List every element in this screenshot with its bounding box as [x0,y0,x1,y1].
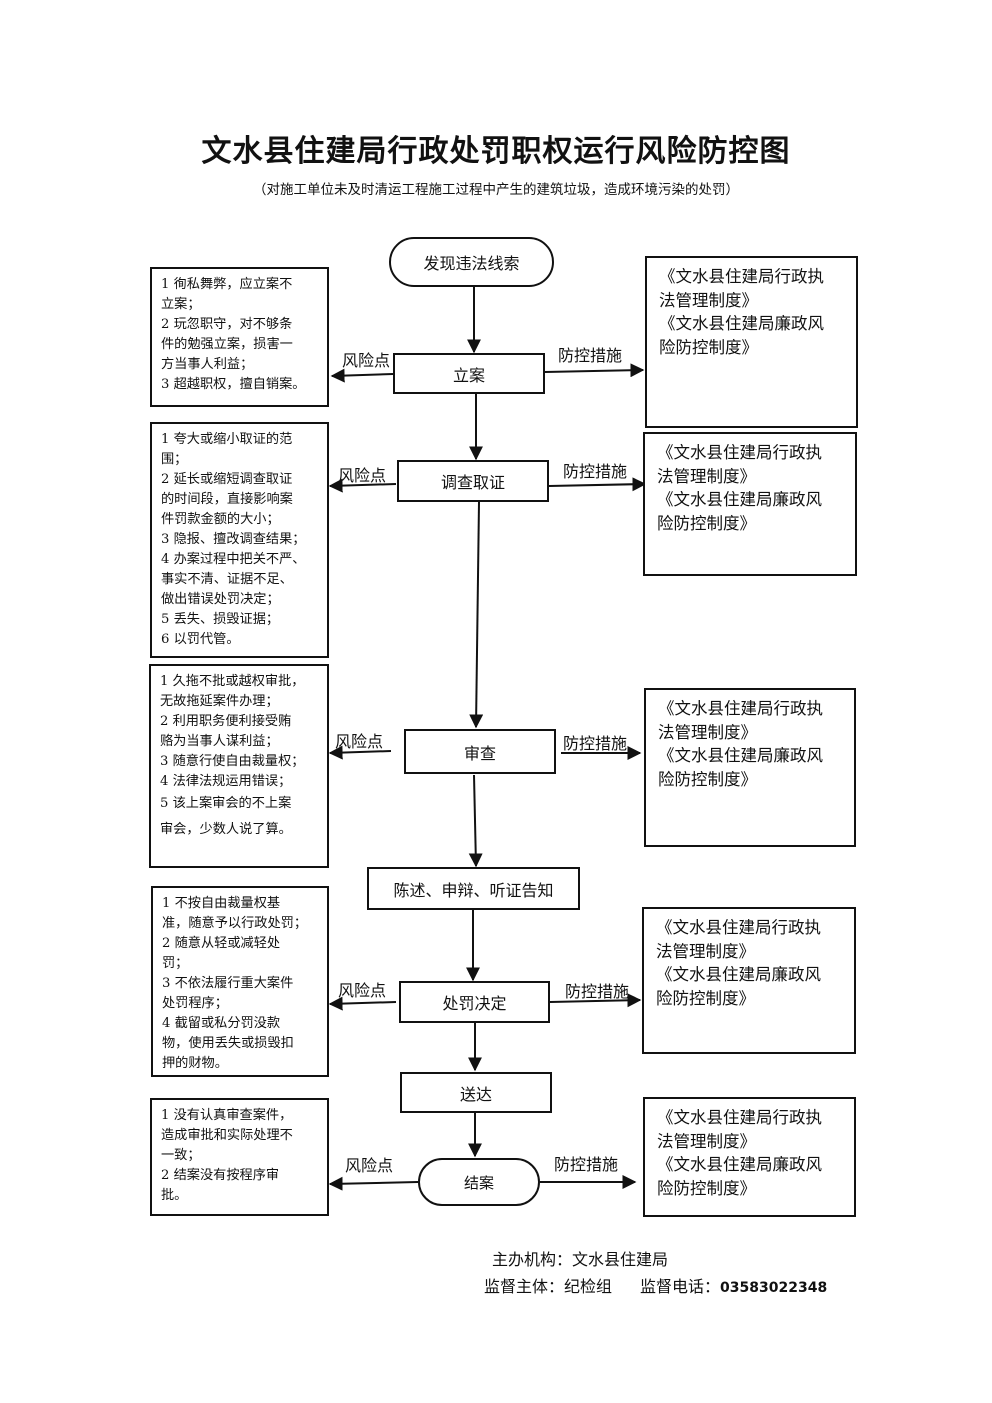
risk-line: 押的财物。 [162,1056,228,1071]
phone-label: 监督电话： [640,1277,721,1296]
control-box-filing: 《文水县住建局行政执 法管理制度》 《文水县住建局廉政风 险防控制度》 [645,256,858,428]
risk-line: 围； [161,452,188,467]
risk-line: 1 徇私舞弊，应立案不 [161,277,293,292]
risk-line: 1 不按自由裁量权基 [162,896,281,911]
control-line: 《文水县住建局行政执 [657,443,822,462]
phone-value: 03583022348 [720,1280,828,1296]
page-title: 文水县住建局行政处罚职权运行风险防控图 [201,134,791,169]
step-review: 审查 [404,729,556,774]
risk-line: 1 久拖不批或越权审批， [160,674,305,689]
control-label: 防控措施 [558,346,623,365]
risk-box-review: 1 久拖不批或越权审批， 无故拖延案件办理； 2 利用职务便利接受贿 赂为当事人… [149,664,329,868]
control-line: 法管理制度》 [656,941,755,961]
footer-supervision: 监督主体：纪检组 监督电话：03583022348 [484,1273,827,1297]
risk-box-closing: 1 没有认真审查案件， 造成审批和实际处理不 一致； 2 结案没有按程序审 批。 [150,1098,329,1216]
risk-label: 风险点 [345,1156,394,1175]
step-closing: 结案 [418,1158,540,1206]
risk-label: 风险点 [338,981,387,1000]
risk-line: 2 随意从轻或减轻处 [162,936,281,951]
control-line: 《文水县住建局行政执 [658,699,823,718]
control-line: 《文水县住建局廉政风 [656,965,821,984]
control-line: 法管理制度》 [657,1131,756,1151]
control-line: 《文水县住建局行政执 [659,267,824,286]
risk-line: 做出错误处罚决定； [161,592,280,607]
risk-line: 审会，少数人说了算。 [160,822,292,837]
step-delivery: 送达 [400,1072,552,1113]
risk-line: 罚； [162,956,189,971]
control-line: 《文水县住建局廉政风 [658,746,823,765]
risk-line: 立案； [161,297,201,312]
risk-line: 准，随意予以行政处罚； [162,916,308,931]
control-line: 法管理制度》 [659,290,758,310]
risk-line: 处罚程序； [162,996,228,1011]
control-box-decision: 《文水县住建局行政执 法管理制度》 《文水县住建局廉政风 险防控制度》 [642,907,856,1054]
risk-box-decision: 1 不按自由裁量权基 准，随意予以行政处罚； 2 随意从轻或减轻处 罚； 3 不… [151,886,329,1077]
risk-label: 风险点 [338,466,387,485]
risk-line: 件罚款金额的大小； [161,512,280,527]
step-investigation: 调查取证 [397,460,549,502]
control-box-investigation: 《文水县住建局行政执 法管理制度》 《文水县住建局廉政风 险防控制度》 [643,432,857,576]
risk-line: 一致； [161,1148,201,1163]
control-line: 险防控制度》 [656,988,755,1008]
step-decision: 处罚决定 [399,981,550,1023]
risk-line: 3 不依法履行重大案件 [162,976,294,991]
control-label: 防控措施 [563,462,628,481]
risk-line: 4 法律法规运用错误； [160,774,292,789]
start-node: 发现违法线索 [389,237,554,287]
risk-box-investigation: 1 夸大或缩小取证的范 围； 2 延长或缩短调查取证 的时间段，直接影响案 件罚… [150,422,329,658]
control-line: 《文水县住建局廉政风 [657,1155,822,1174]
control-line: 《文水县住建局廉政风 [657,490,822,509]
page-subtitle: （对施工单位未及时清运工程施工过程中产生的建筑垃圾，造成环境污染的处罚） [253,182,739,198]
risk-line: 的时间段，直接影响案 [161,492,293,507]
control-label: 防控措施 [554,1155,619,1174]
control-line: 《文水县住建局廉政风 [659,314,824,333]
control-line: 《文水县住建局行政执 [657,1108,822,1127]
risk-line: 物，使用丢失或损毁扣 [162,1036,294,1051]
risk-line: 件的勉强立案，损害一 [161,337,293,352]
control-box-review: 《文水县住建局行政执 法管理制度》 《文水县住建局廉政风 险防控制度》 [644,688,856,847]
control-line: 险防控制度》 [659,337,758,357]
risk-line: 批。 [161,1188,188,1203]
risk-line: 6 以罚代管。 [161,632,240,647]
risk-line: 2 利用职务便利接受贿 [160,714,292,729]
risk-label: 风险点 [335,732,384,751]
risk-line: 2 延长或缩短调查取证 [161,472,293,487]
risk-line: 1 没有认真审查案件， [161,1108,293,1123]
risk-line: 2 结案没有按程序审 [161,1168,280,1183]
control-line: 法管理制度》 [657,466,756,486]
supervisor-value: 纪检组 [564,1277,613,1296]
footer-organizer: 主办机构：文水县住建局 [492,1246,668,1270]
risk-line: 3 超越职权，擅自销案。 [161,377,306,392]
risk-line: 1 夸大或缩小取证的范 [161,432,293,447]
org-label: 主办机构： [492,1250,573,1269]
control-line: 险防控制度》 [657,513,756,533]
risk-box-filing: 1 徇私舞弊，应立案不 立案； 2 玩忽职守，对不够条 件的勉强立案，损害一 方… [150,267,329,407]
risk-line: 方当事人利益； [161,357,254,372]
risk-line: 事实不清、证据不足、 [161,572,293,587]
control-line: 《文水县住建局行政执 [656,918,821,937]
control-line: 险防控制度》 [657,1178,756,1198]
risk-line: 造成审批和实际处理不 [161,1128,293,1143]
step-filing: 立案 [393,353,545,394]
risk-line: 赂为当事人谋利益； [160,734,279,749]
risk-line: 2 玩忽职守，对不够条 [161,317,293,332]
risk-line: 3 隐报、擅改调查结果； [161,532,306,547]
org-value: 文水县住建局 [572,1250,669,1269]
control-line: 法管理制度》 [658,722,757,742]
supervisor-label: 监督主体： [484,1277,565,1296]
risk-line: 无故拖延案件办理； [160,694,279,709]
control-box-closing: 《文水县住建局行政执 法管理制度》 《文水县住建局廉政风 险防控制度》 [643,1097,856,1217]
step-notification: 陈述、申辩、听证告知 [367,867,580,910]
risk-line: 3 随意行使自由裁量权； [160,754,305,769]
control-label: 防控措施 [565,982,630,1001]
control-label: 防控措施 [563,734,628,753]
risk-label: 风险点 [342,351,391,370]
control-line: 险防控制度》 [658,769,757,789]
risk-line: 4 截留或私分罚没款 [162,1016,281,1031]
risk-line: 5 丢失、损毁证据； [161,612,280,627]
risk-line: 4 办案过程中把关不严、 [161,552,306,567]
risk-line: 5 该上案审会的不上案 [160,796,292,811]
